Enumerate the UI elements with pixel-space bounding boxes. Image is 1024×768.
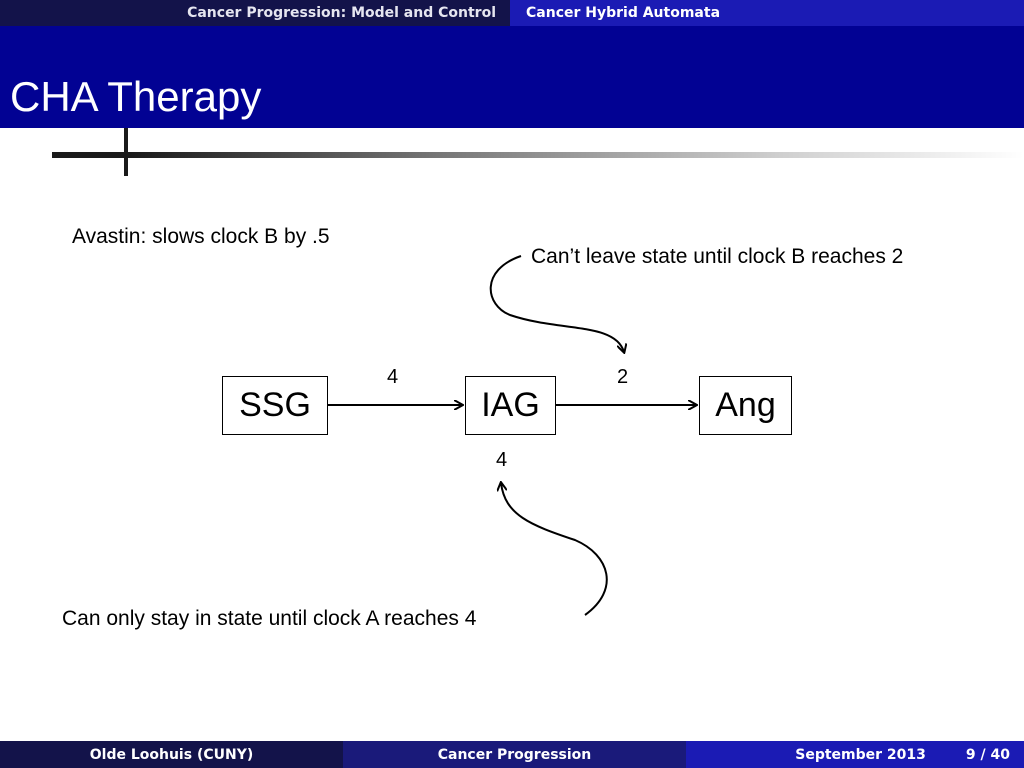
curved-arrow-top	[489, 255, 624, 352]
header-section-right[interactable]: Cancer Hybrid Automata	[510, 0, 1024, 26]
stay-condition-note: Can only stay in state until clock A rea…	[62, 607, 477, 630]
slide-title: CHA Therapy	[10, 73, 262, 120]
iag-invariant-label: 4	[496, 449, 508, 471]
title-bar: CHA Therapy	[0, 26, 1024, 128]
leave-condition-note: Can’t leave state until clock B reaches …	[531, 245, 904, 268]
edge-label-ssg-iag: 4	[387, 366, 399, 388]
footer-bar: Olde Loohuis (CUNY) Cancer Progression S…	[0, 741, 1024, 768]
header-section-left[interactable]: Cancer Progression: Model and Control	[0, 0, 510, 26]
title-underline	[52, 152, 1024, 158]
curved-arrow-bottom	[501, 483, 608, 616]
footer-date: September 2013	[795, 746, 926, 763]
footer-author: Olde Loohuis (CUNY)	[0, 741, 343, 768]
footer-right: September 2013 9 / 40	[686, 741, 1024, 768]
footer-talk-title: Cancer Progression	[343, 741, 686, 768]
header-bar: Cancer Progression: Model and Control Ca…	[0, 0, 1024, 26]
state-ssg: SSG	[222, 376, 328, 435]
edge-label-iag-ang: 2	[617, 366, 629, 388]
footer-page-number: 9 / 40	[965, 746, 1010, 763]
state-ang: Ang	[699, 376, 792, 435]
state-iag: IAG	[465, 376, 556, 435]
avastin-note: Avastin: slows clock B by .5	[72, 225, 330, 248]
title-vertical-mark	[124, 128, 128, 176]
